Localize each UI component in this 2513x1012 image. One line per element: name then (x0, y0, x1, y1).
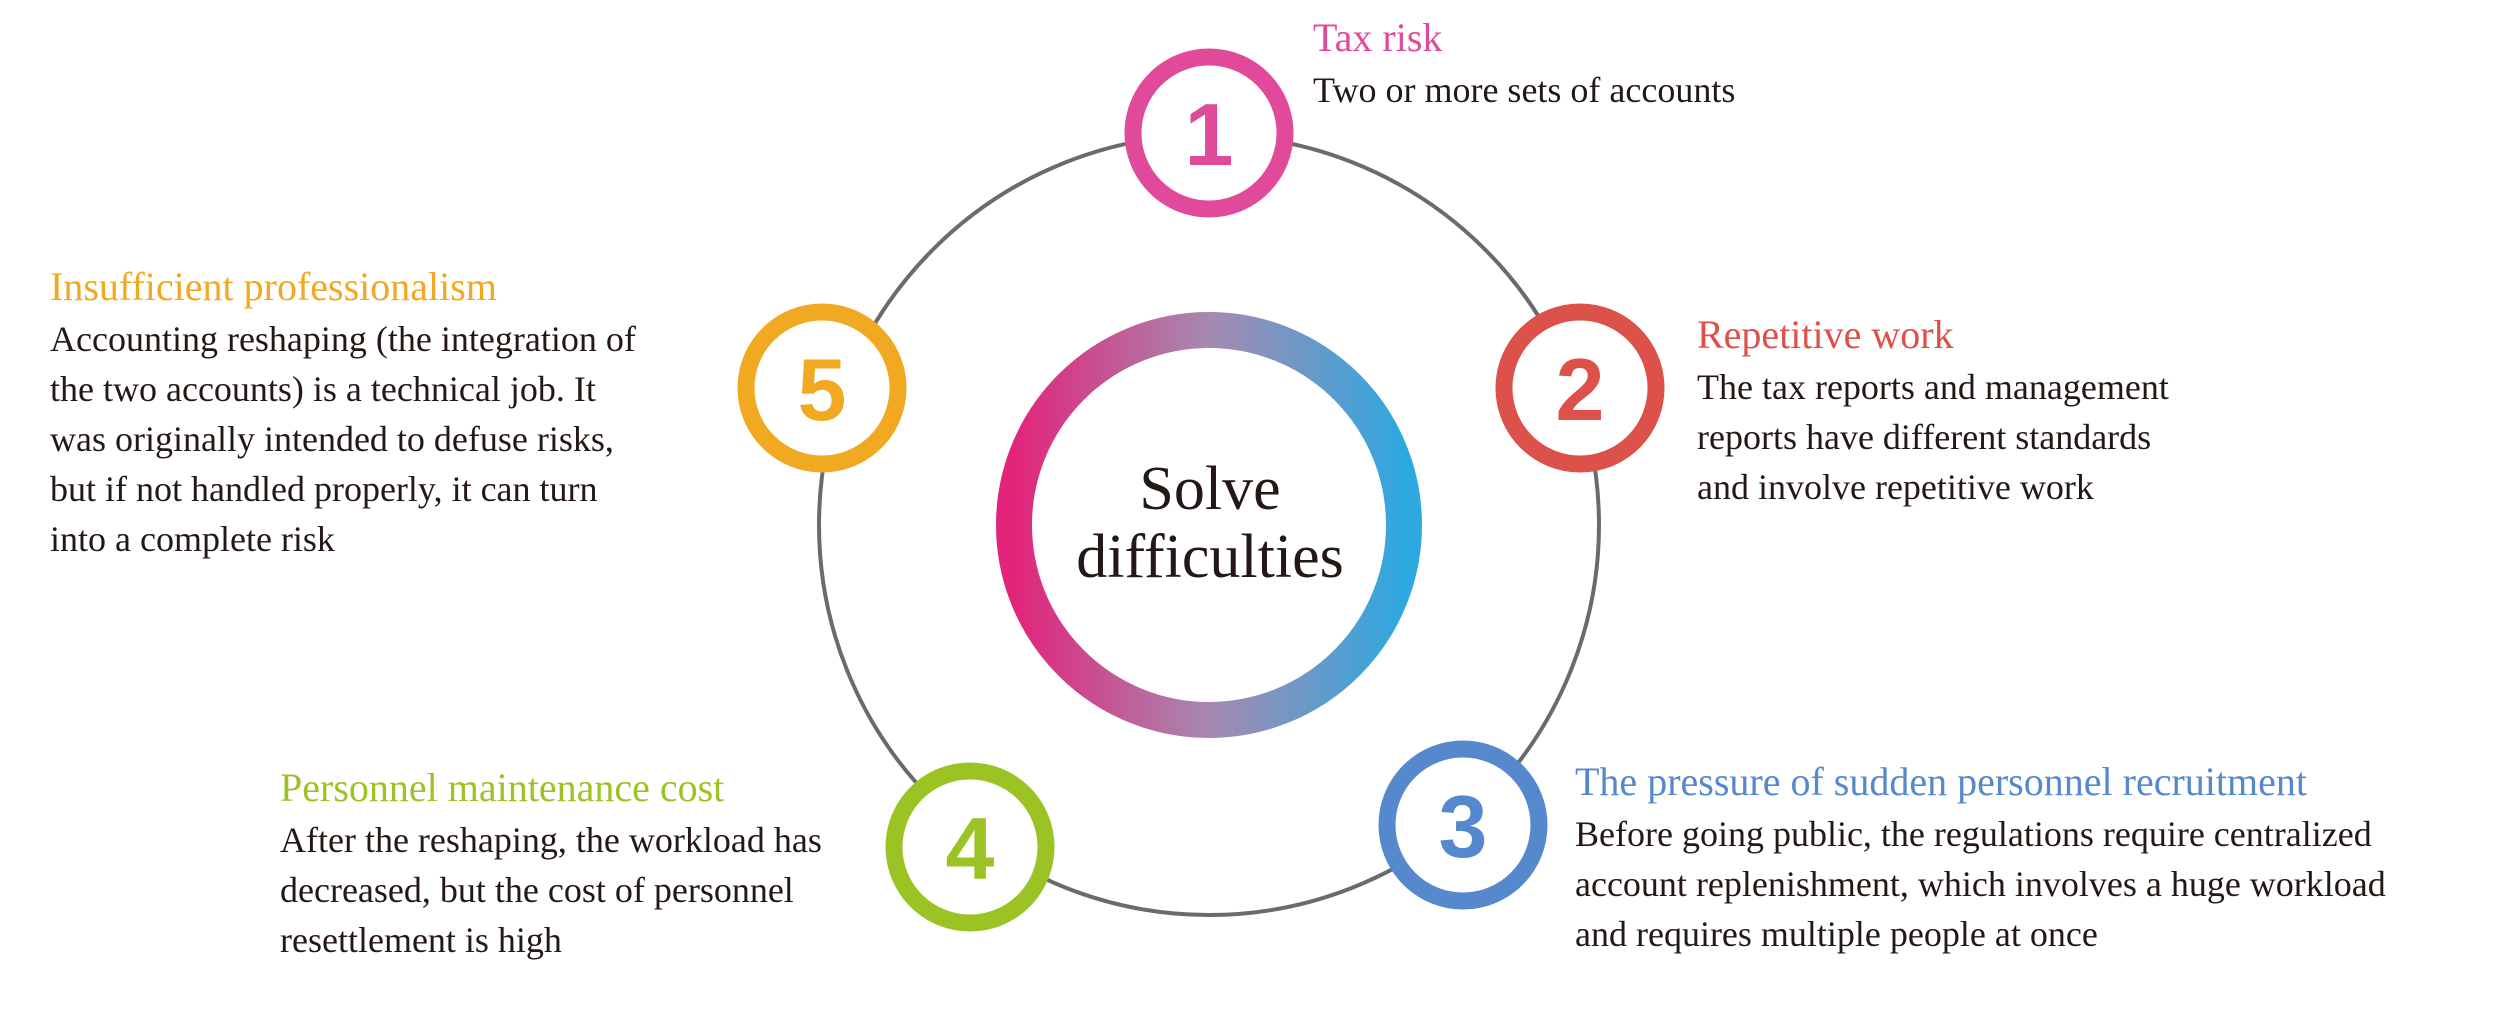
node-3-text: The pressure of sudden personnel recruit… (1575, 757, 2386, 959)
node-5-title: Insufficient professionalism (50, 264, 497, 309)
node-5-description: Accounting reshaping (the integration of… (50, 319, 636, 559)
node-3-description: Before going public, the regulations req… (1575, 814, 2386, 954)
node-4-title: Personnel maintenance cost (280, 765, 725, 810)
node-2-title: Repetitive work (1697, 312, 1954, 357)
node-3-number: 3 (1439, 777, 1488, 876)
node-3-title: The pressure of sudden personnel recruit… (1575, 759, 2307, 804)
center-label: Solve difficulties (1076, 455, 1344, 591)
node-1-description: Two or more sets of accounts (1313, 70, 1736, 110)
node-4-badge: 4 (885, 762, 1055, 932)
node-5-text: Insufficient professionalism Accounting … (50, 262, 636, 564)
node-1-title: Tax risk (1313, 15, 1443, 60)
node-5-badge: 5 (737, 303, 907, 473)
node-1-ring (1124, 48, 1294, 218)
node-3-ring (1378, 740, 1548, 910)
node-4-number: 4 (946, 799, 995, 898)
node-2-description: The tax reports and management reports h… (1697, 367, 2169, 507)
node-1-text: Tax risk Two or more sets of accounts (1313, 13, 1735, 115)
node-1-badge: 1 (1124, 48, 1294, 218)
center-gradient-ring (996, 312, 1422, 738)
node-5-ring (737, 303, 907, 473)
node-3-badge: 3 (1378, 740, 1548, 910)
node-1-number: 1 (1185, 85, 1234, 184)
node-4-description: After the reshaping, the workload has de… (280, 820, 822, 960)
node-2-number: 2 (1556, 340, 1605, 439)
node-2-badge: 2 (1495, 303, 1665, 473)
node-4-text: Personnel maintenance cost After the res… (280, 763, 822, 965)
node-2-text: Repetitive work The tax reports and mana… (1697, 310, 2169, 512)
node-5-number: 5 (798, 340, 847, 439)
node-4-ring (885, 762, 1055, 932)
node-2-ring (1495, 303, 1665, 473)
